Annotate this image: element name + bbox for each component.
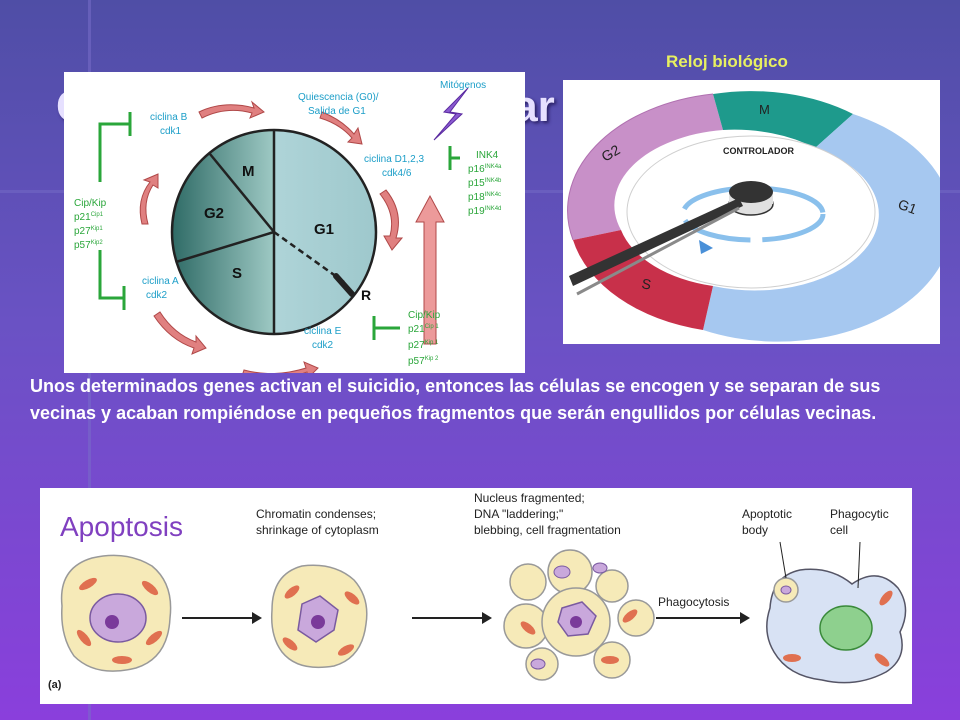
- phase-g1-label: G1: [314, 221, 334, 238]
- clock-m-label: M: [759, 102, 770, 117]
- arrow-top-right: [319, 111, 363, 145]
- biological-clock-diagram: M G2 G1 S CONTROLADOR: [563, 80, 940, 344]
- controller-label: CONTROLADOR: [723, 146, 794, 156]
- cdk2-label-e: cdk2: [312, 340, 334, 351]
- quiescence-line-1: Quiescencia (G0)/: [298, 92, 379, 103]
- cyclin-a-label: ciclina A: [142, 276, 179, 287]
- phagocytic-cell-line-1: Phagocytic: [830, 507, 889, 521]
- ink4-item-1: p16INK4a: [468, 164, 502, 175]
- apoptotic-body-line-2: body: [742, 523, 768, 537]
- cipkip-left-title: Cip/Kip: [74, 198, 107, 209]
- cycle-arrows: [139, 100, 404, 373]
- clock-g1-label: G1: [896, 196, 919, 217]
- cipkip-left-item-1: p21Cip1: [74, 212, 104, 223]
- quiescence-line-2: Salida de G1: [308, 106, 366, 117]
- ring-m: [713, 91, 853, 148]
- cdk2-label-a: cdk2: [146, 290, 168, 301]
- step2-line-2: DNA "laddering;": [474, 507, 563, 521]
- ink4-item-3: p18INK4c: [468, 192, 501, 203]
- cell-cycle-svg: M G2 S G1 R Quiescencia (G0)/ Salida de …: [74, 80, 502, 373]
- cell-phagocytic: [766, 568, 907, 684]
- mitogens-label: Mitógenos: [440, 80, 486, 91]
- arrow-right: [379, 189, 404, 251]
- clock-caption: Reloj biológico: [666, 52, 788, 71]
- arrow-left: [139, 173, 159, 225]
- controller-hub: [729, 181, 773, 203]
- cipkip-right-item-2: p27Kip 1: [408, 340, 439, 351]
- ring-s: [573, 230, 713, 330]
- cell-cycle-diagram: M G2 S G1 R Quiescencia (G0)/ Salida de …: [64, 72, 525, 373]
- apoptosis-title: Apoptosis: [60, 511, 183, 542]
- cipkip-left-item-3: p57Kip2: [74, 240, 103, 251]
- cipkip-right-item-3: p57Kip 2: [408, 356, 439, 367]
- panel-label: (a): [48, 679, 62, 691]
- apoptosis-diagram: Apoptosis Chromatin condenses; shrinkage…: [40, 488, 912, 704]
- phase-g2-label: G2: [204, 205, 224, 222]
- clock-s-label: S: [640, 275, 652, 292]
- cell-shrinking: [270, 564, 368, 669]
- swirl-arrowhead: [699, 240, 713, 254]
- cell-normal: [60, 554, 172, 672]
- step2-line-3: blebbing, cell fragmentation: [474, 523, 621, 537]
- arrow-bottom-left: [153, 311, 207, 355]
- cyclin-e-label: ciclina E: [304, 326, 342, 337]
- apoptotic-body-line-1: Apoptotic: [742, 507, 792, 521]
- cdk46-label: cdk4/6: [382, 168, 412, 179]
- cyclin-b-label: ciclina B: [150, 112, 188, 123]
- bracket-cyclin-a: [98, 250, 124, 300]
- arrow-top-left: [198, 100, 265, 119]
- cycle-left-half: [172, 130, 274, 334]
- clock-svg: M G2 G1 S CONTROLADOR: [567, 91, 940, 342]
- arrow-bottom: [242, 361, 319, 373]
- step2-line-1: Nucleus fragmented;: [474, 491, 585, 505]
- ink4-title: INK4: [476, 150, 499, 161]
- phase-m-label: M: [242, 163, 255, 180]
- clock-hand: [569, 198, 743, 286]
- restriction-point-marker: [333, 273, 355, 297]
- phase-r-label: R: [361, 287, 371, 303]
- bracket-cyclin-b: [98, 122, 130, 182]
- phagocyte-nucleus: [819, 605, 873, 651]
- nucleus-1: [89, 593, 147, 643]
- mitogen-arrow: [415, 194, 445, 345]
- step1-line-2: shrinkage of cytoplasm: [256, 523, 379, 537]
- phagocytosis-label: Phagocytosis: [658, 595, 729, 609]
- cipkip-right-item-1: p21Cip 1: [408, 324, 439, 335]
- phagocytic-cell-line-2: cell: [830, 523, 848, 537]
- lightning-icon: [433, 87, 469, 141]
- ring-g2: [567, 94, 723, 240]
- apoptosis-svg: Apoptosis Chromatin condenses; shrinkage…: [48, 491, 907, 691]
- clock-swirl: [680, 185, 826, 243]
- cdk1-label: cdk1: [160, 126, 182, 137]
- cell-fragmenting: [503, 549, 655, 681]
- step1-line-1: Chromatin condenses;: [256, 507, 376, 521]
- cipkip-right-title: Cip/Kip: [408, 310, 441, 321]
- inhibitor-brackets: [98, 112, 460, 340]
- ink4-item-2: p15INK4b: [468, 178, 502, 189]
- apoptosis-description: Unos determinados genes activan el suici…: [30, 376, 881, 423]
- cipkip-left-item-2: p27Kip1: [74, 226, 103, 237]
- phase-s-label: S: [232, 265, 242, 282]
- cyclin-d-label: ciclina D1,2,3: [364, 154, 424, 165]
- ring-g1: [703, 114, 940, 342]
- ink4-item-4: p19INK4d: [468, 206, 501, 217]
